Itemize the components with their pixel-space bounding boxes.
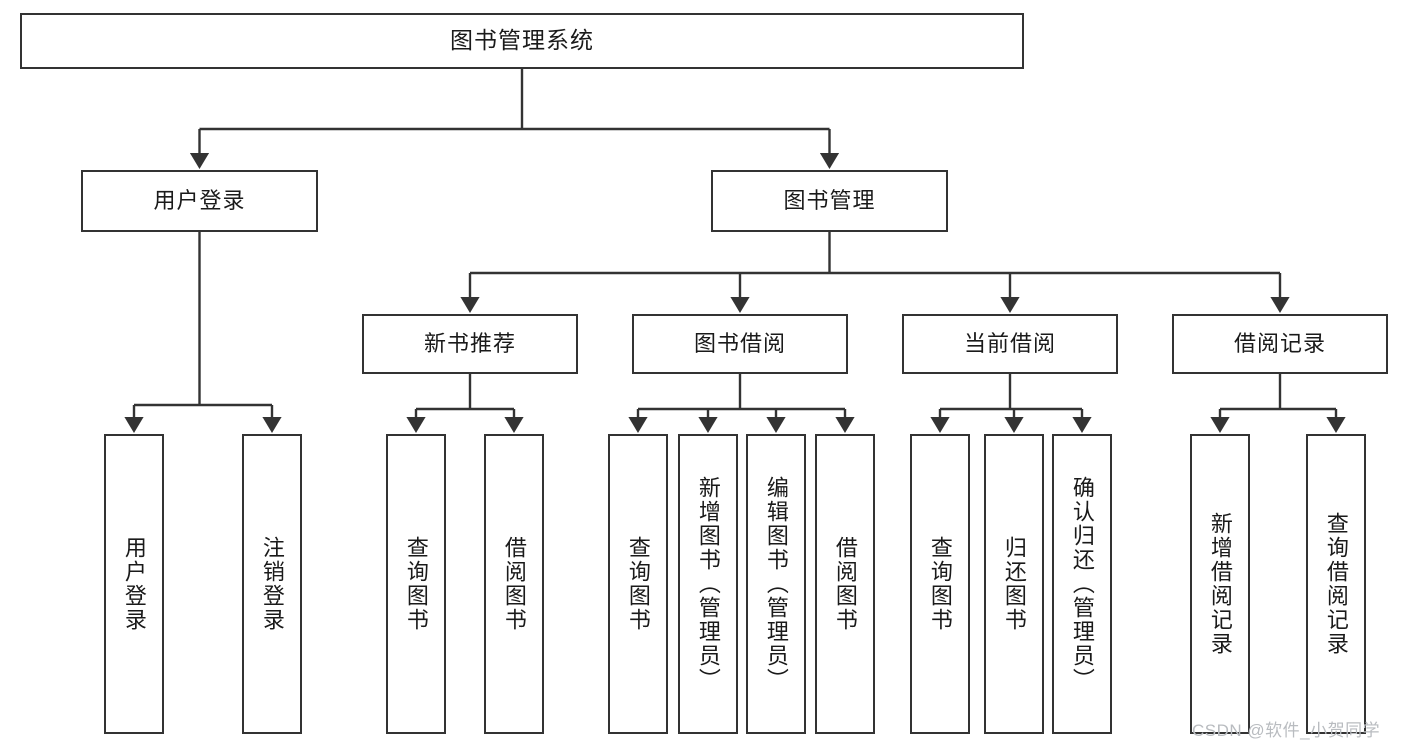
node-label: 当前借阅 [963, 330, 1056, 356]
node-label: 注销登录 [259, 536, 285, 632]
node-root[interactable]: 图书管理系统 [20, 13, 1024, 69]
node-label: 归还图书 [1001, 536, 1027, 632]
node-leaf-user-login[interactable]: 用户登录 [104, 434, 164, 734]
node-current-borrow[interactable]: 当前借阅 [902, 314, 1118, 374]
node-leaf-borrow-book-recommend[interactable]: 借阅图书 [484, 434, 544, 734]
node-label: 图书管理 [783, 187, 876, 213]
node-leaf-user-logout[interactable]: 注销登录 [242, 434, 302, 734]
node-label: 查询图书 [403, 536, 429, 632]
node-leaf-query-book-recommend[interactable]: 查询图书 [386, 434, 446, 734]
node-book-management[interactable]: 图书管理 [711, 170, 948, 232]
node-new-book-recommend[interactable]: 新书推荐 [362, 314, 578, 374]
node-leaf-query-book[interactable]: 查询图书 [608, 434, 668, 734]
node-borrow-record[interactable]: 借阅记录 [1172, 314, 1388, 374]
node-label: 查询图书 [625, 536, 651, 632]
node-label: 图书借阅 [693, 330, 786, 356]
node-leaf-confirm-return[interactable]: 确认归还（管理员） [1052, 434, 1112, 734]
node-label: 新增借阅记录 [1207, 512, 1233, 656]
node-label: 确认归还（管理员） [1069, 476, 1095, 692]
node-leaf-query-borrow-record[interactable]: 查询借阅记录 [1306, 434, 1366, 734]
node-label: 用户登录 [121, 536, 147, 632]
node-leaf-borrow-book[interactable]: 借阅图书 [815, 434, 875, 734]
node-leaf-query-book-current[interactable]: 查询图书 [910, 434, 970, 734]
node-label: 新增图书（管理员） [695, 476, 721, 692]
node-label: 新书推荐 [423, 330, 516, 356]
node-leaf-add-borrow-record[interactable]: 新增借阅记录 [1190, 434, 1250, 734]
node-label: 借阅记录 [1233, 330, 1326, 356]
node-label: 图书管理系统 [450, 27, 594, 54]
node-label: 查询借阅记录 [1323, 512, 1349, 656]
node-label: 编辑图书（管理员） [763, 476, 789, 692]
node-label: 用户登录 [153, 187, 246, 213]
node-leaf-return-book[interactable]: 归还图书 [984, 434, 1044, 734]
node-leaf-edit-book[interactable]: 编辑图书（管理员） [746, 434, 806, 734]
node-book-borrow[interactable]: 图书借阅 [632, 314, 848, 374]
csdn-watermark: CSDN @软件_小贺同学 [1192, 721, 1381, 740]
node-label: 查询图书 [927, 536, 953, 632]
node-label: 借阅图书 [832, 536, 858, 632]
node-label: 借阅图书 [501, 536, 527, 632]
node-user-login[interactable]: 用户登录 [81, 170, 318, 232]
node-leaf-add-book[interactable]: 新增图书（管理员） [678, 434, 738, 734]
